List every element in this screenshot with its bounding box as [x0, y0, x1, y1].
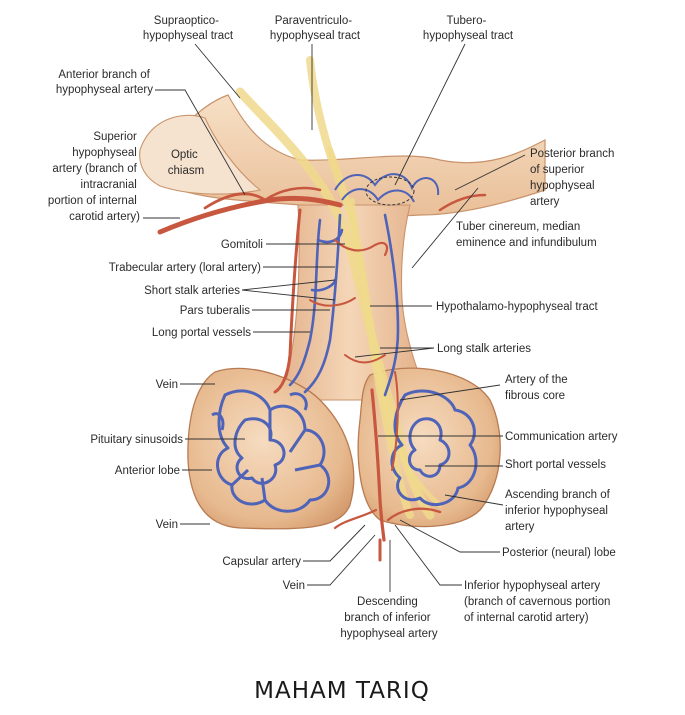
label-paraventriculo-tract: Paraventriculo- hypophyseal tract [270, 15, 361, 42]
label-hypothalamo-tract: Hypothalamo-hypophyseal tract [436, 301, 599, 313]
caption-author: MAHAM TARIQ [254, 678, 430, 704]
label-long-portal-vessels: Long portal vessels [152, 327, 251, 339]
label-posterior-branch: Posterior branch of superior hypophyseal… [530, 148, 618, 208]
anterior-lobe-shape [187, 367, 355, 530]
optic-chiasm-shape [139, 114, 262, 195]
label-short-stalk-arteries: Short stalk arteries [144, 285, 240, 297]
label-trabecular-artery: Trabecular artery (loral artery) [109, 262, 261, 274]
label-pituitary-sinusoids: Pituitary sinusoids [90, 434, 183, 446]
label-vein-upper: Vein [156, 379, 178, 391]
label-anterior-branch: Anterior branch of hypophyseal artery [56, 69, 153, 96]
label-ascending-branch: Ascending branch of inferior hypophyseal… [505, 489, 613, 533]
label-anterior-lobe: Anterior lobe [115, 465, 180, 477]
tuber-bracket [411, 187, 479, 269]
label-supraoptico-tract: Supraoptico- hypophyseal tract [143, 15, 234, 42]
label-long-stalk-arteries: Long stalk arteries [437, 343, 531, 355]
label-superior-hypophyseal-artery: Superior hypophyseal artery (branch of i… [48, 131, 140, 223]
anterior-lobe-sinusoids [211, 389, 331, 513]
labels: Supraoptico- hypophyseal tract Paraventr… [48, 15, 618, 640]
label-tuber-cinereum: Tuber cinereum, median eminence and infu… [456, 221, 597, 249]
label-artery-fibrous-core: Artery of the fibrous core [505, 374, 571, 402]
label-posterior-lobe: Posterior (neural) lobe [502, 547, 616, 559]
label-tubero-tract: Tubero- hypophyseal tract [423, 15, 514, 42]
label-pars-tuberalis: Pars tuberalis [180, 305, 251, 317]
long-portal-vessel-paths [288, 213, 400, 397]
label-short-portal-vessels: Short portal vessels [505, 459, 606, 471]
label-inferior-hypophyseal-artery: Inferior hypophyseal artery (branch of c… [464, 580, 614, 624]
label-vein-lower: Vein [156, 519, 178, 531]
artery-paths [157, 186, 487, 562]
label-vein-bottom: Vein [283, 580, 305, 592]
label-optic-chiasm: Optic chiasm [168, 149, 204, 177]
label-capsular-artery: Capsular artery [222, 556, 301, 568]
label-descending-branch: Descending branch of inferior hypophysea… [340, 596, 437, 640]
label-gomitoli: Gomitoli [221, 239, 263, 251]
median-eminence-plexus [334, 173, 440, 206]
leader-lines [143, 43, 526, 592]
label-communication-artery: Communication artery [505, 431, 618, 443]
